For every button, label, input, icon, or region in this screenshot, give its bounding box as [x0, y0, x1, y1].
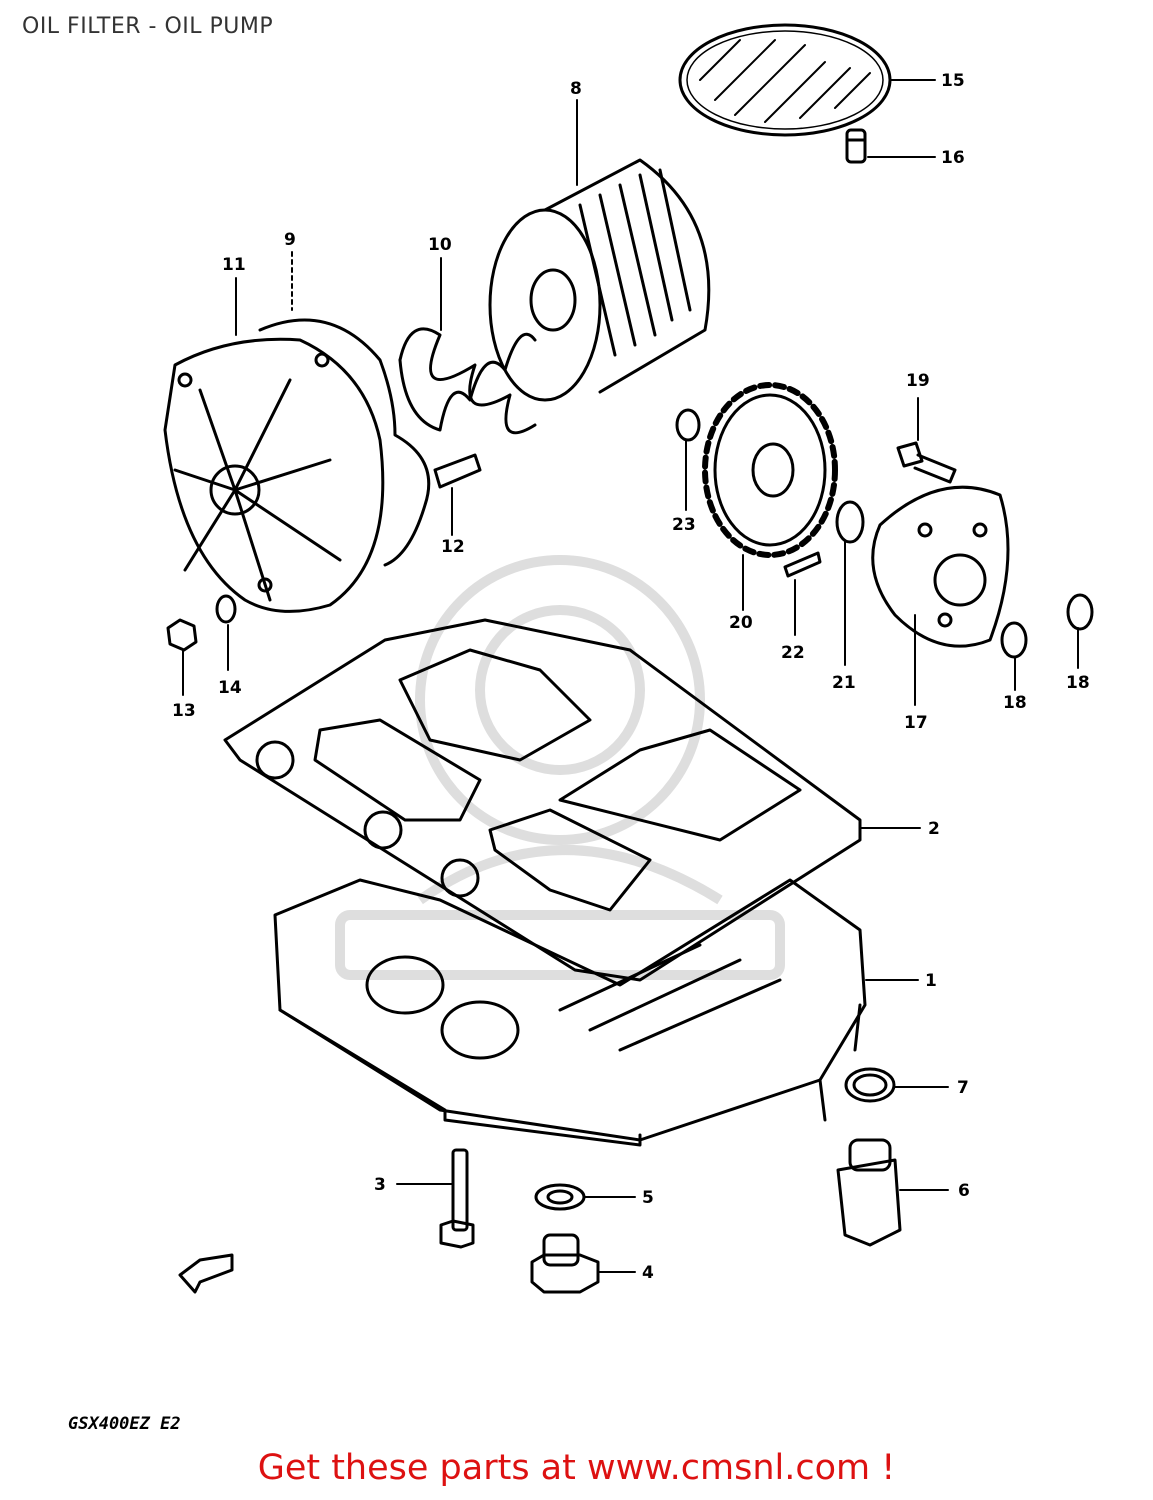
callout-18b: 18: [1066, 673, 1090, 693]
pressure-switch-gasket: [844, 1067, 896, 1103]
callout-labels: 1 2 3 4 5 6 7 8 9 10 11 12 13 14 15 16 1…: [172, 71, 1090, 1283]
pump-bolt: [896, 441, 957, 484]
oil-pressure-switch: [836, 1138, 902, 1247]
oil-pan-gasket: [223, 618, 862, 982]
callout-7: 7: [957, 1078, 969, 1098]
model-code: GSX400EZ E2: [68, 1414, 181, 1434]
callout-19: 19: [906, 371, 930, 391]
page-title: OIL FILTER - OIL PUMP: [22, 14, 274, 39]
oil-filter-cover-plate: [678, 23, 892, 137]
callout-3: 3: [374, 1175, 386, 1195]
callout-12: 12: [441, 537, 465, 557]
callout-17: 17: [904, 713, 928, 733]
callout-6: 6: [958, 1181, 970, 1201]
callout-1: 1: [925, 971, 937, 991]
callout-13: 13: [172, 701, 196, 721]
callout-9: 9: [284, 230, 296, 250]
callout-4: 4: [642, 1263, 654, 1283]
callout-22: 22: [781, 643, 805, 663]
oil-pump-driven-gear: [702, 382, 838, 558]
callout-16: 16: [941, 148, 965, 168]
leader-lines: [182, 79, 1079, 1273]
pump-washer: [835, 500, 865, 544]
callout-15: 15: [941, 71, 965, 91]
oil-pan: [273, 878, 867, 1147]
oil-drain-plug: [530, 1233, 600, 1294]
callout-8: 8: [570, 79, 582, 99]
callout-11: 11: [222, 255, 246, 275]
cap-nut: [166, 618, 198, 652]
pump-pin: [783, 551, 822, 578]
pump-o-ring-a: [1000, 621, 1028, 659]
promo-link[interactable]: Get these parts at www.cmsnl.com !: [257, 1448, 896, 1488]
callout-20: 20: [729, 613, 753, 633]
dowel-pin: [433, 453, 482, 489]
pump-o-ring-b: [1066, 593, 1094, 631]
callout-21: 21: [832, 673, 856, 693]
callout-2: 2: [928, 819, 940, 839]
oil-filter-cartridge: [488, 158, 711, 402]
watermark: [335, 555, 785, 980]
callout-10: 10: [428, 235, 452, 255]
oil-pan-bolt: [439, 1148, 475, 1249]
callout-18a: 18: [1003, 693, 1027, 713]
callout-23: 23: [672, 515, 696, 535]
cover-screw: [845, 128, 867, 164]
callout-5: 5: [642, 1188, 654, 1208]
cap-washer: [215, 594, 237, 624]
oil-pump-assembly: [871, 485, 1010, 648]
oil-filter-cap: [163, 337, 385, 613]
front-direction-arrow-icon: [178, 1253, 234, 1294]
filter-spring: [398, 327, 537, 435]
callout-14: 14: [218, 678, 242, 698]
drain-plug-gasket: [534, 1183, 586, 1211]
circlip: [675, 408, 701, 442]
cover-o-ring: [258, 318, 431, 567]
